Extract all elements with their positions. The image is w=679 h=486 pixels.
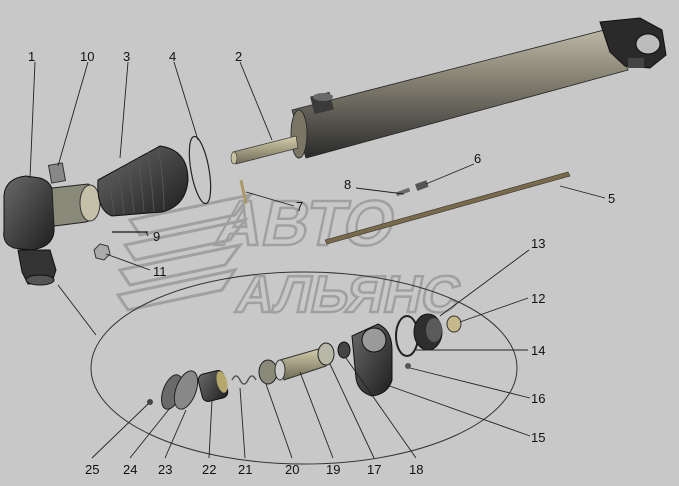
callout-labels: 1 10 3 4 2 6 8 5 7 9 11 13 12 14 16 15 2… — [28, 49, 615, 477]
callout-20: 20 — [285, 462, 299, 477]
callout-17: 17 — [367, 462, 381, 477]
detail-part-23 — [173, 370, 199, 410]
callout-10: 10 — [80, 49, 94, 64]
callout-21: 21 — [238, 462, 252, 477]
detail-part-13 — [413, 313, 443, 351]
detail-part-21 — [231, 375, 257, 385]
retaining-ring — [188, 135, 212, 205]
leader-lines — [29, 61, 606, 459]
callout-5: 5 — [608, 191, 615, 206]
hydraulic-cylinder — [230, 17, 667, 165]
detail-part-20 — [258, 359, 278, 385]
tie-rod-end — [3, 175, 101, 286]
detail-group-outline — [90, 271, 518, 465]
detail-part-12 — [446, 315, 462, 333]
detail-part-25 — [147, 399, 153, 405]
callout-11: 11 — [153, 264, 167, 279]
detail-part-15 — [351, 323, 393, 397]
detail-part-17 — [317, 342, 335, 366]
cotter-pin — [239, 179, 248, 204]
small-pin — [395, 187, 411, 197]
castle-nut — [93, 243, 111, 261]
callout-7: 7 — [296, 199, 303, 214]
callout-2: 2 — [235, 49, 242, 64]
callout-13: 13 — [531, 236, 545, 251]
grease-fitting — [47, 162, 67, 184]
detail-part-16 — [405, 363, 411, 369]
watermark-line-1: АВТО — [210, 187, 403, 259]
callout-14: 14 — [531, 343, 545, 358]
detail-part-19 — [274, 347, 327, 381]
detail-part-22 — [197, 370, 229, 402]
callout-25: 25 — [85, 462, 99, 477]
callout-8: 8 — [344, 177, 351, 192]
long-pin — [324, 171, 571, 245]
callout-1: 1 — [28, 49, 35, 64]
callout-3: 3 — [123, 49, 130, 64]
callout-19: 19 — [326, 462, 340, 477]
callout-6: 6 — [474, 151, 481, 166]
callout-4: 4 — [169, 49, 176, 64]
callout-9: 9 — [153, 229, 160, 244]
callout-23: 23 — [158, 462, 172, 477]
callout-12: 12 — [531, 291, 545, 306]
detail-part-18 — [337, 341, 351, 359]
callout-18: 18 — [409, 462, 423, 477]
callout-22: 22 — [202, 462, 216, 477]
callout-16: 16 — [531, 391, 545, 406]
protective-boot — [97, 145, 189, 217]
small-bolt — [414, 180, 429, 191]
callout-24: 24 — [123, 462, 137, 477]
callout-15: 15 — [531, 430, 545, 445]
